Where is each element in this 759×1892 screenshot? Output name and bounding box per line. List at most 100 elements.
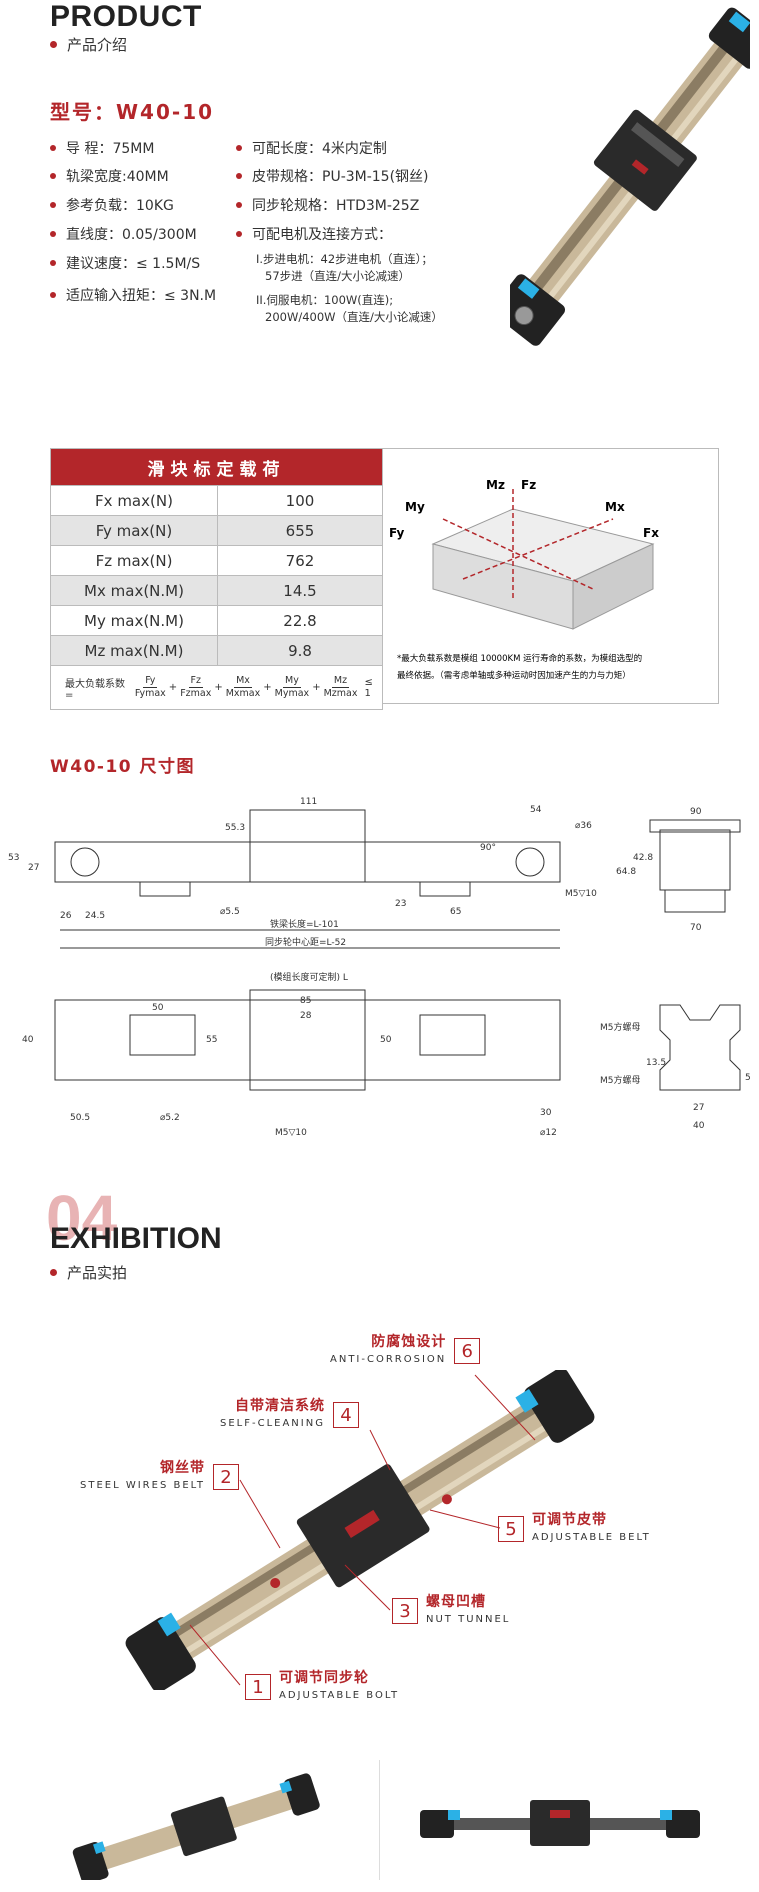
dim-label: M5▽10 <box>275 1128 307 1138</box>
nut-slot <box>129 1014 196 1056</box>
motor-note: I.步进电机：42步进电机（直连）； <box>256 252 433 266</box>
load-label: My max(N.M) <box>51 606 218 635</box>
callout-en: ADJUSTABLE BELT <box>532 1532 651 1543</box>
table-row: Mz max(N.M)9.8 <box>51 635 382 665</box>
dim-label: M5▽10 <box>565 889 597 899</box>
dim-label: 23 <box>395 899 406 909</box>
brand-logo <box>550 1810 570 1818</box>
bullet-dot <box>50 173 56 179</box>
spec-item: 导 程：75MM <box>50 138 154 158</box>
pulley-circle <box>70 847 100 877</box>
callout-cn: 自带清洁系统 <box>234 1398 325 1414</box>
callout-en: SELF-CLEANING <box>220 1418 325 1429</box>
dim-label: 30 <box>540 1108 552 1118</box>
exhibition-title: EXHIBITION <box>50 1222 222 1255</box>
label-mz: Mz <box>486 478 505 492</box>
dimension-title: W40-10 尺寸图 <box>50 757 196 777</box>
callout-cn: 可调节同步轮 <box>279 1670 369 1686</box>
spec-text: 轨梁宽度:40MM <box>66 169 169 185</box>
callout-number: 6 <box>454 1338 481 1364</box>
end-cap-blue <box>515 1389 539 1413</box>
label-my: My <box>405 500 425 514</box>
callout-en: ANTI-CORROSION <box>330 1354 447 1365</box>
slider-outline-bottom <box>249 989 366 1091</box>
bullet-dot <box>50 202 56 208</box>
bullet-dot <box>50 260 56 266</box>
load-value: 14.5 <box>283 581 317 600</box>
table-row: Mx max(N.M)14.5 <box>51 575 382 605</box>
load-label: Fx max(N) <box>51 486 218 515</box>
slider-block <box>593 109 697 211</box>
callout-cn: 钢丝带 <box>159 1460 205 1476</box>
callout-en: STEEL WIRES BELT <box>80 1480 205 1491</box>
bullet-dot <box>236 173 242 179</box>
callout-cn: 螺母凹槽 <box>426 1594 486 1610</box>
load-label: Fy max(N) <box>51 516 218 545</box>
leader-line <box>344 1564 391 1611</box>
label-fy: Fy <box>389 526 405 540</box>
dim-label: ⌀5.2 <box>160 1113 180 1123</box>
pulley-circle <box>515 847 545 877</box>
load-value: 100 <box>285 491 315 510</box>
formula-prefix: 最大负载系数= <box>65 678 125 701</box>
nut-slot <box>419 1014 486 1056</box>
side-plate <box>649 819 741 833</box>
end-cap <box>708 7 750 69</box>
product-photo-front <box>420 1800 700 1846</box>
spec-item: 建议速度：≤ 1.5M/S <box>50 253 200 273</box>
load-label: Fz max(N) <box>51 546 218 575</box>
bullet-dot <box>50 41 57 48</box>
slider-block <box>530 1800 590 1846</box>
load-value: 9.8 <box>288 641 312 660</box>
callout-en: NUT TUNNEL <box>426 1614 511 1625</box>
label-mx: Mx <box>605 500 625 514</box>
end-cap <box>283 1773 320 1816</box>
dim-label: 26 <box>60 911 72 921</box>
dim-label: ⌀36 <box>575 821 592 831</box>
bullet-dot <box>236 231 242 237</box>
dim-label: 55 <box>206 1035 217 1045</box>
spec-item: 可配电机及连接方式： <box>236 224 392 244</box>
end-cap-blue <box>660 1810 672 1820</box>
end-cap <box>420 1810 454 1838</box>
dim-label: 50 <box>380 1035 392 1045</box>
callout-number: 1 <box>245 1674 271 1700</box>
dim-label: M5方螺母 <box>600 1021 641 1033</box>
bullet-dot <box>236 202 242 208</box>
dim-label: 90° <box>480 843 496 853</box>
spec-text: 适应输入扭矩：≤ 3N.M <box>66 288 217 304</box>
nut-block <box>419 881 471 897</box>
dim-label: 50.5 <box>70 1113 90 1123</box>
dim-label: 5 <box>745 1073 751 1083</box>
spec-text: 建议速度：≤ 1.5M/S <box>66 256 201 272</box>
denominator: Fymax <box>134 688 166 699</box>
diagram-note: *最大负载系数是模组 10000KM 运行寿命的系数，为模组选型的 <box>397 653 642 664</box>
dim-label: 42.8 <box>633 853 653 863</box>
table-row: My max(N.M)22.8 <box>51 605 382 635</box>
spec-text: 导 程：75MM <box>66 141 155 157</box>
model-title: 型号：W40-10 <box>50 100 215 124</box>
dim-label: 54 <box>530 805 542 815</box>
dim-label: 64.8 <box>616 867 636 877</box>
exhibition-subtitle: 产品实拍 <box>50 1262 127 1283</box>
callout-marker <box>270 1577 281 1588</box>
dim-label: 53 <box>8 853 19 863</box>
spec-item: 皮带规格：PU-3M-15(钢丝) <box>236 166 429 186</box>
product-image-vertical <box>510 7 750 346</box>
end-cap <box>666 1810 700 1838</box>
dim-label: 28 <box>300 1011 312 1021</box>
bullet-dot <box>50 231 56 237</box>
bullet-dot <box>50 1269 57 1276</box>
table-row: Fz max(N)762 <box>51 545 382 575</box>
bullet-dot <box>50 292 56 298</box>
callout-cn: 防腐蚀设计 <box>371 1334 447 1350</box>
spec-text: 可配电机及连接方式： <box>252 227 392 243</box>
x-axis <box>462 518 614 580</box>
bullet-dot <box>50 145 56 151</box>
denominator: Mzmax <box>323 688 358 699</box>
